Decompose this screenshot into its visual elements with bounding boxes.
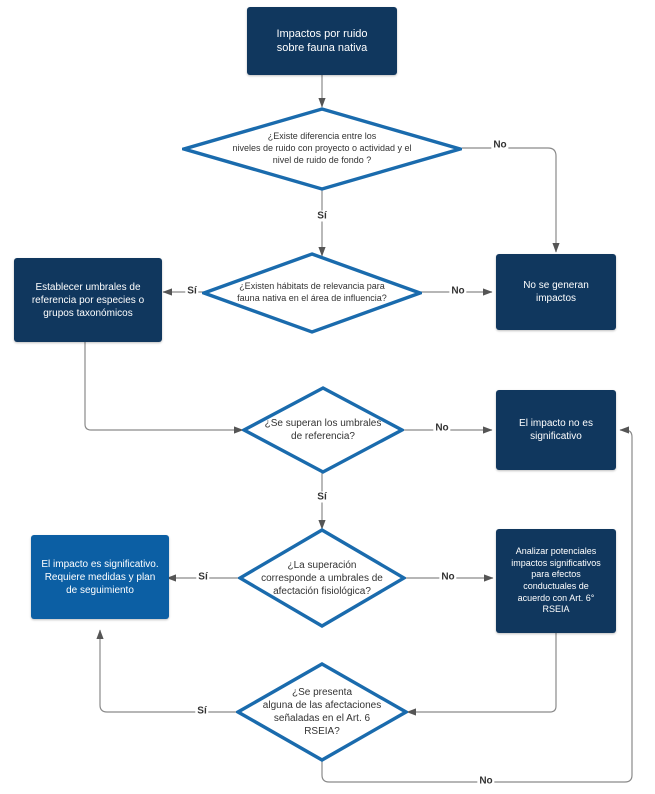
node-significant[interactable]: El impacto es significativo. Requiere me… (31, 535, 169, 619)
node-start[interactable]: Impactos por ruido sobre fauna nativa (247, 7, 397, 75)
node-decision-art6-affectations[interactable]: ¿Se presenta alguna de las afectaciones … (236, 662, 408, 762)
edge-label-d2-si: Sí (185, 285, 199, 297)
edge-thresholds-to-d3 (84, 342, 244, 434)
node-decision-physiological-label: ¿La superación corresponde a umbrales de… (261, 559, 383, 597)
edge-label-d2-no: No (449, 285, 467, 297)
node-start-label: Impactos por ruido sobre fauna nativa (276, 27, 368, 54)
diamond-shape (238, 528, 406, 628)
edge-label-d3-si: Sí (315, 491, 329, 503)
node-analyze-behavioral[interactable]: Analizar potenciales impactos significat… (496, 529, 616, 633)
node-decision-noise-difference[interactable]: ¿Existe diferencia entre los niveles de … (182, 107, 462, 191)
edge-label-d1-no: No (491, 139, 509, 151)
node-no-impacts[interactable]: No se generan impactos (496, 254, 616, 330)
node-not-significant[interactable]: El impacto no es significativo (496, 390, 616, 470)
edge-analyze-to-d5 (406, 633, 557, 716)
edge-label-d5-no: No (477, 775, 495, 787)
edge-d5-si (96, 629, 238, 713)
node-decision-thresholds-exceeded[interactable]: ¿Se superan los umbrales de referencia? (242, 386, 404, 474)
edge-label-d4-si: Sí (196, 571, 210, 583)
node-decision-noise-difference-label: ¿Existe diferencia entre los niveles de … (232, 131, 412, 165)
edge-d1-no (462, 147, 560, 253)
node-decision-relevant-habitats-label: ¿Existen hábitats de relevancia para fau… (237, 281, 387, 303)
diamond-shape (236, 662, 408, 762)
edge-label-d4-no: No (439, 571, 457, 583)
edge-label-d3-no: No (433, 422, 451, 434)
diamond-shape (242, 386, 404, 474)
node-establish-thresholds[interactable]: Establecer umbrales de referencia por es… (14, 258, 162, 342)
node-not-significant-label: El impacto no es significativo (519, 418, 593, 442)
edge-label-d1-si: Sí (315, 210, 329, 222)
node-decision-art6-affectations-label: ¿Se presenta alguna de las afectaciones … (262, 687, 382, 737)
diamond-shape (202, 252, 422, 334)
node-analyze-behavioral-label: Analizar potenciales impactos significat… (511, 545, 601, 615)
node-establish-thresholds-label: Establecer umbrales de referencia por es… (31, 281, 145, 319)
node-decision-thresholds-exceeded-label: ¿Se superan los umbrales de referencia? (264, 418, 382, 442)
edge-label-d5-si: Sí (195, 705, 209, 717)
node-decision-physiological[interactable]: ¿La superación corresponde a umbrales de… (238, 528, 406, 628)
diamond-shape (182, 107, 462, 191)
node-no-impacts-label: No se generan impactos (523, 280, 589, 304)
node-significant-label: El impacto es significativo. Requiere me… (41, 558, 159, 596)
node-decision-relevant-habitats[interactable]: ¿Existen hábitats de relevancia para fau… (202, 252, 422, 334)
